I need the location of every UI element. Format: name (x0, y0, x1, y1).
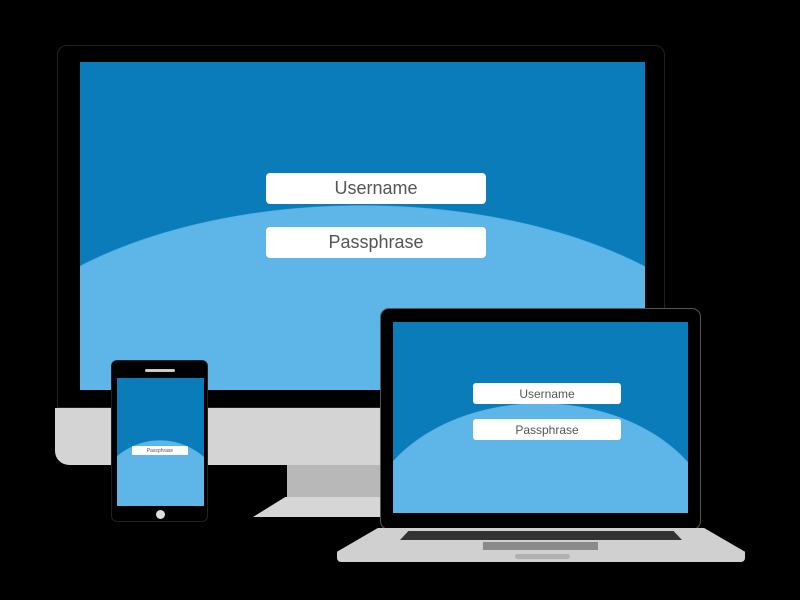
laptop-keyboard (400, 531, 682, 540)
monitor-stand-neck (287, 465, 382, 498)
phone-speaker (145, 369, 175, 372)
monitor-username-field[interactable]: Username (266, 173, 486, 204)
phone-passphrase-field[interactable]: Passphrase (132, 446, 188, 455)
laptop-username-field[interactable]: Username (473, 383, 621, 404)
phone-screen-arc (117, 378, 204, 506)
monitor-stand-base (253, 497, 382, 517)
laptop-screen: Username Passphrase (393, 322, 688, 513)
laptop-trackpad (483, 542, 598, 550)
phone-screen: Passphrase (117, 378, 204, 506)
laptop-screen-arc (393, 322, 688, 513)
laptop-front-notch (515, 554, 570, 559)
laptop-passphrase-field[interactable]: Passphrase (473, 419, 621, 440)
monitor-passphrase-field[interactable]: Passphrase (266, 227, 486, 258)
phone-home-button[interactable] (156, 510, 165, 519)
